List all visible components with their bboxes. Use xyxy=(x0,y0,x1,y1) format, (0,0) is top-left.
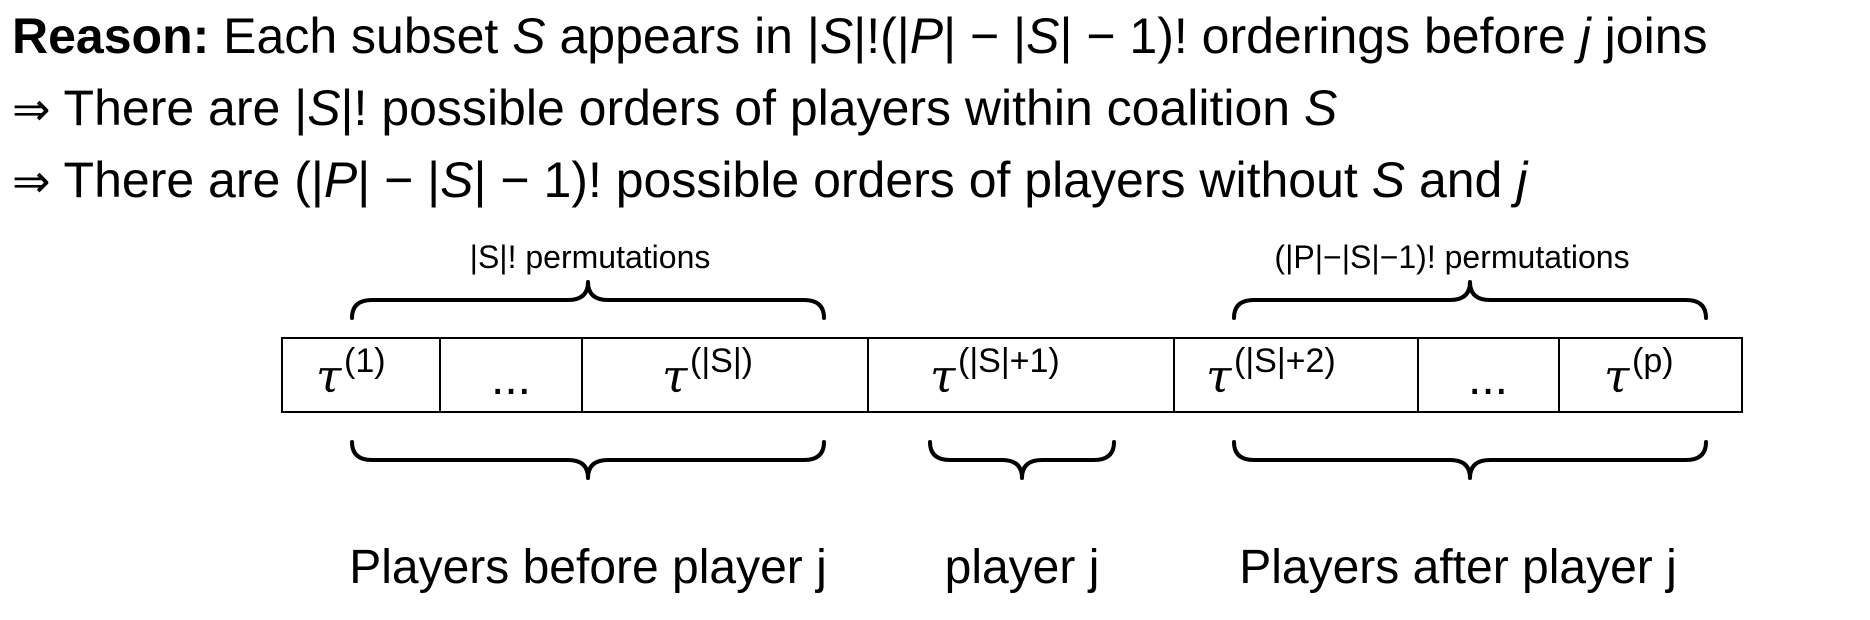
implication-line-1: ⇒ There are |S|! possible orders of play… xyxy=(12,78,1337,139)
cell-tau-1: τ (1) xyxy=(316,342,386,403)
svg-text:τ: τ xyxy=(662,349,689,403)
reason-label: Reason: xyxy=(12,8,210,64)
math-j: j xyxy=(1579,8,1591,64)
cell-tau-s: τ (|S|) xyxy=(662,342,753,403)
implication-text: | − 1)! possible orders of players witho… xyxy=(473,152,1372,208)
math-p: P xyxy=(323,152,358,208)
reason-text: |!(| xyxy=(853,8,910,64)
svg-text:τ: τ xyxy=(930,349,957,403)
label-players-before: Players before player j xyxy=(349,541,827,594)
cell-tau-p: τ (p) xyxy=(1604,342,1674,403)
reason-text: appears in | xyxy=(545,8,820,64)
reason-line: Reason: Each subset S appears in |S|!(|P… xyxy=(12,6,1708,66)
bottom-brace-player xyxy=(928,440,1116,480)
label-players-after: Players after player j xyxy=(1239,541,1677,594)
math-p: P xyxy=(909,8,944,64)
math-j: j xyxy=(1516,152,1528,208)
implication-line-2: ⇒ There are (|P| − |S| − 1)! possible or… xyxy=(12,150,1527,211)
reason-text: joins xyxy=(1590,8,1708,64)
cell-tau-s-plus-1: τ (|S|+1) xyxy=(930,342,1060,403)
implication-text: | − | xyxy=(357,152,441,208)
cell-tau-s-plus-2: τ (|S|+2) xyxy=(1206,342,1336,403)
implication-text: There are (| xyxy=(50,152,324,208)
top-brace-left xyxy=(350,280,826,320)
math-s: S xyxy=(1304,80,1338,136)
top-label-right: (|P|−|S|−1)! permutations xyxy=(1274,239,1629,275)
svg-text:(p): (p) xyxy=(1632,342,1674,380)
svg-text:τ: τ xyxy=(1206,349,1233,403)
math-s: S xyxy=(1026,8,1060,64)
cell-dots: ... xyxy=(491,352,531,405)
svg-text:(1): (1) xyxy=(344,342,386,380)
label-player-j: player j xyxy=(945,541,1100,594)
reason-text: Each subset xyxy=(209,8,513,64)
math-s: S xyxy=(1371,152,1406,208)
reason-text: | − | xyxy=(943,8,1027,64)
implication-text: There are | xyxy=(50,80,308,136)
svg-text:(|S|): (|S|) xyxy=(690,342,753,380)
implication-text: |! possible orders of players within coa… xyxy=(340,80,1304,136)
bottom-brace-after xyxy=(1232,440,1708,480)
top-brace-right xyxy=(1232,280,1708,320)
svg-text:τ: τ xyxy=(1604,349,1631,403)
svg-text:τ: τ xyxy=(316,349,343,403)
sequence-box xyxy=(281,337,1743,413)
top-label-left: |S|! permutations xyxy=(470,239,711,275)
cell-dots: ... xyxy=(1468,352,1508,405)
math-s: S xyxy=(512,8,546,64)
implies-icon: ⇒ xyxy=(12,82,51,136)
math-s: S xyxy=(819,8,854,64)
math-s: S xyxy=(440,152,474,208)
svg-text:(|S|+1): (|S|+1) xyxy=(958,342,1060,380)
implies-icon: ⇒ xyxy=(12,154,51,208)
reason-text: | − 1)! orderings before xyxy=(1059,8,1580,64)
bottom-brace-before xyxy=(350,440,826,480)
implication-text: and xyxy=(1405,152,1517,208)
svg-text:(|S|+2): (|S|+2) xyxy=(1234,342,1336,380)
math-s: S xyxy=(307,80,341,136)
